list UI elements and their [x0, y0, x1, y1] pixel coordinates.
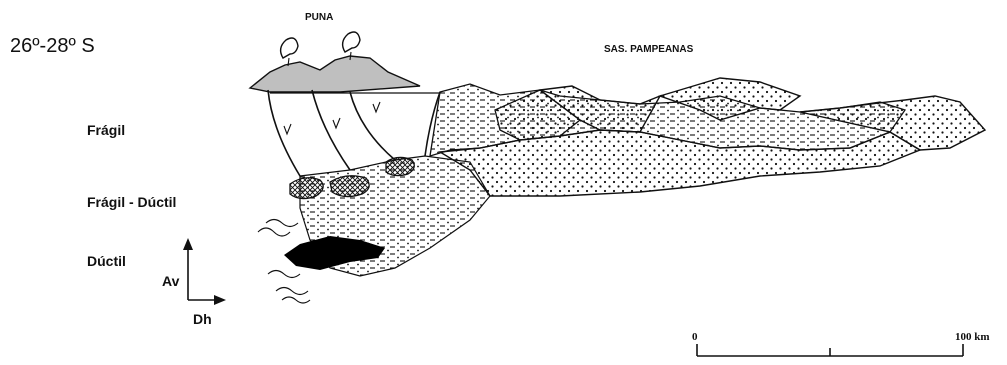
fault-ticks	[284, 102, 380, 134]
orientation-axes	[183, 238, 226, 305]
zone-fragil-ductil-label: Frágil - Dúctil	[87, 194, 176, 210]
axis-horizontal-label: Dh	[193, 311, 212, 327]
puna-label: PUNA	[305, 12, 333, 23]
scale-start-label: 0	[692, 331, 698, 343]
axis-vertical-label: Av	[162, 273, 180, 289]
zone-fragil-label: Frágil	[87, 122, 125, 138]
puna-volcanoes	[250, 32, 420, 92]
sierras-pampeanas-label: SAS. PAMPEANAS	[604, 44, 694, 55]
zone-ductil-label: Dúctil	[87, 253, 126, 269]
latitude-title: 26º-28º S	[10, 35, 95, 57]
scale-end-label: 100 km	[955, 331, 990, 343]
scale-bar	[697, 344, 963, 356]
